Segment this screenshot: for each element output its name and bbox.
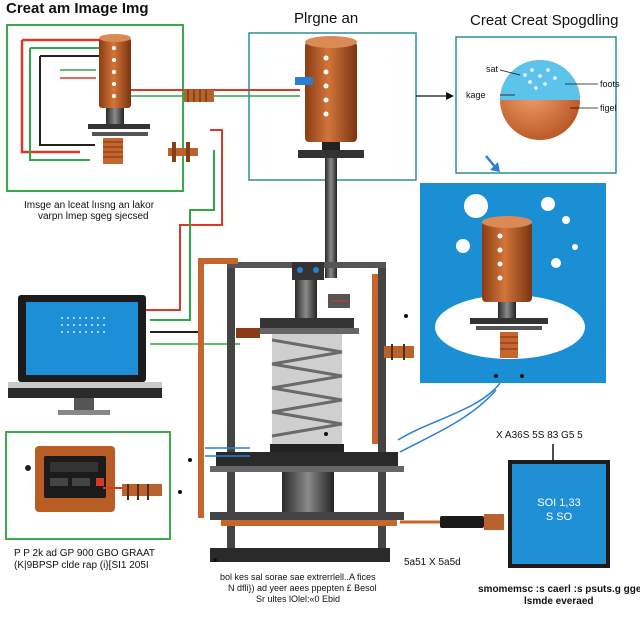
bottom-left-line2: (K|9BPSP clde rap (i}[SI1 205I: [14, 560, 149, 571]
bottom-left-frame: [5, 431, 171, 540]
bottom-center-line2: N dfli}) ad yeer aees ppepten £ Besol: [228, 583, 377, 593]
top-left-title: Creat am Image Img: [6, 0, 149, 17]
bottom-center-line1: bol kes sal sorae sae extrerrlell..A fic…: [220, 572, 376, 582]
bottom-center-line3: Sr ultes lOlel:«0 Ebid: [256, 594, 341, 604]
zoom-label-kage: kage: [466, 90, 486, 100]
top-left-note-line2: varpn lmep sgeg sjecsed: [38, 211, 149, 222]
bottom-left-line1: P P 2k ad GP 900 GBO GRAAT: [14, 548, 155, 559]
right-mid-label: X A36S 5S 83 G5 5: [496, 430, 583, 441]
top-right-title: Creat Creat Spogdling: [470, 12, 619, 29]
top-right-frame: [455, 36, 617, 174]
top-left-frame: [6, 24, 184, 192]
zoom-label-figel: figel: [600, 103, 617, 113]
zoom-label-foots: foots: [600, 79, 620, 89]
display-readout: SOI 1,33 S SO: [512, 496, 606, 524]
top-center-title: Plrgne an: [294, 10, 359, 27]
bottom-right-line2: lsmde everaed: [524, 596, 594, 607]
display-line2: S SO: [545, 511, 573, 523]
zoom-label-sat: sat: [486, 64, 499, 74]
display-line1: SOI 1,33: [537, 497, 581, 509]
bottom-right-label: 5a51 X 5a5d: [404, 557, 461, 568]
top-left-note-line1: Imsge an lceat lıısng an lakor: [24, 200, 155, 211]
bottom-right-line1: smomemsc :s caerl :s psuts.g gge: [478, 584, 640, 595]
base-plate: [216, 452, 398, 466]
